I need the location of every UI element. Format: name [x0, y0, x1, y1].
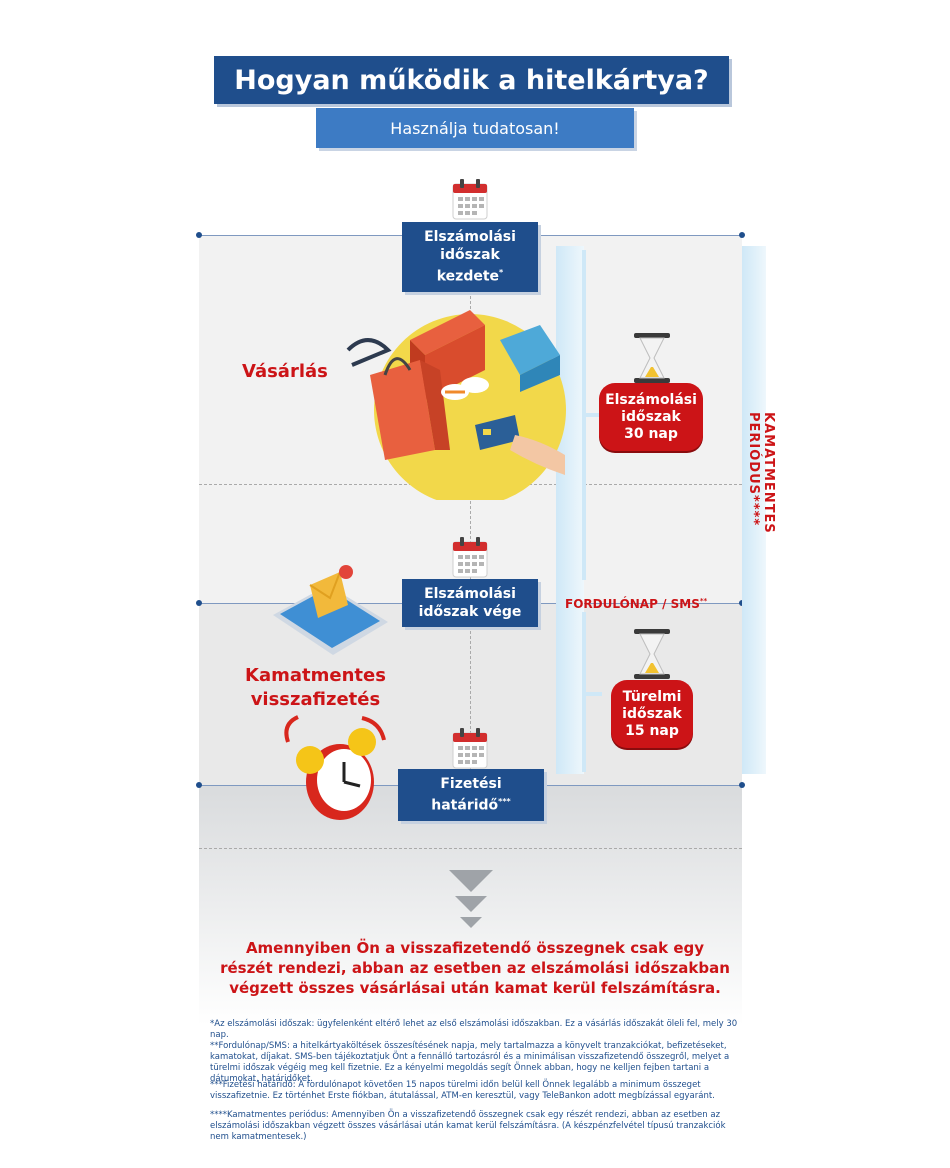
line-dot — [196, 782, 202, 788]
page-title: Hogyan működik a hitelkártya? — [214, 56, 729, 104]
sneakers-icon — [441, 377, 489, 400]
calendar-icon — [452, 728, 488, 769]
calendar-icon — [452, 537, 488, 578]
payment-deadline-label: Fizetési határidő*** — [398, 769, 544, 821]
hourglass-icon — [634, 629, 670, 679]
footnote-interest-free: ****Kamatmentes periódus: Amennyiben Ön … — [210, 1110, 726, 1142]
hourglass-icon — [634, 333, 670, 383]
interest-free-bar — [742, 246, 766, 774]
purchase-phase-title: Vásárlás — [242, 361, 328, 382]
turning-day-label: FORDULÓNAP / SMS** — [565, 597, 708, 611]
line-dot — [739, 232, 745, 238]
billing-start-label: Elszámolási időszak kezdete* — [402, 222, 538, 292]
line-dot — [196, 232, 202, 238]
billing-period-bar — [556, 246, 584, 774]
smartphone-illustration — [273, 565, 388, 655]
hanger-icon — [346, 338, 392, 367]
credit-card-icon — [475, 415, 520, 450]
grace-bracket — [582, 612, 602, 772]
billing-end-label: Elszámolási időszak vége — [402, 579, 538, 627]
line-dot — [196, 600, 202, 606]
shopping-illustration — [346, 310, 566, 500]
line-dot — [739, 782, 745, 788]
page-subtitle: Használja tudatosan! — [316, 108, 634, 148]
down-arrow-icon — [455, 896, 487, 912]
down-arrow-icon — [449, 870, 493, 892]
notification-dot-icon — [339, 565, 353, 579]
center-guide — [470, 236, 471, 784]
envelope-icon — [309, 571, 348, 618]
footnote-turning-day: **Fordulónap/SMS: a hitelkártyaköltések … — [210, 1041, 730, 1084]
lower-guide — [199, 848, 742, 849]
footnote-deadline: ***Fizetési határidő: A fordulónapot köv… — [210, 1080, 715, 1101]
interest-free-period-label: KAMATMENTES PERIÓDUS**** — [746, 412, 776, 534]
shopping-bags-icon — [370, 357, 450, 460]
billing-bracket — [582, 250, 602, 580]
hand-icon — [510, 435, 565, 475]
calendar-icon — [452, 179, 488, 220]
interest-warning: Amennyiben Ön a visszafizetendő összegne… — [220, 939, 730, 997]
down-arrow-icon — [460, 917, 482, 928]
footnote-billing: *Az elszámolási időszak: ügyfelenként el… — [210, 1019, 738, 1040]
folded-shirt-icon — [500, 325, 560, 392]
alarm-clock-icon — [284, 715, 386, 820]
